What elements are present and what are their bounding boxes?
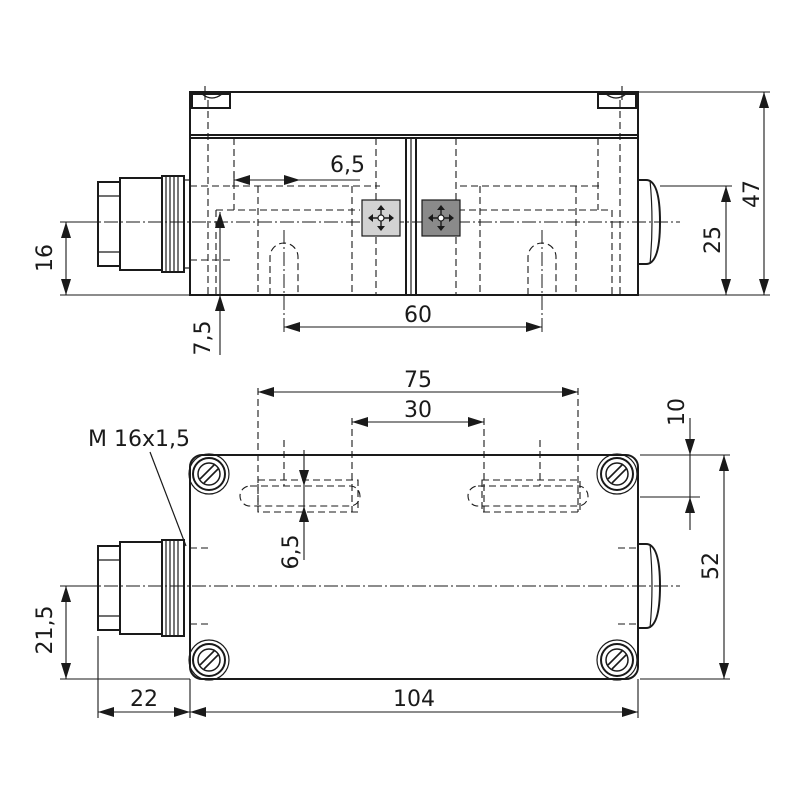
- dim-gland-height: 16: [33, 244, 58, 272]
- blanking-plug: [637, 179, 662, 265]
- blanking-plug: [637, 543, 662, 629]
- plan-view: M 16x1,5 75 30 10 6,5 52: [33, 368, 730, 718]
- cable-gland: [97, 539, 185, 637]
- dim-axis-height: 25: [701, 226, 726, 254]
- cable-gland: [97, 175, 190, 273]
- dim-plan-length: 104: [393, 687, 435, 712]
- dim-gland-height-plan: 21,5: [33, 606, 58, 655]
- dim-hole-pitch-plan: 30: [404, 398, 432, 423]
- dim-plan-width: 52: [699, 552, 724, 580]
- screw-icon: [192, 643, 226, 677]
- thread-callout: M 16x1,5: [88, 427, 190, 452]
- dim-hole-span: 75: [404, 368, 432, 393]
- dim-hole-offset: 6,5: [330, 153, 365, 178]
- dim-hole-pitch: 60: [404, 303, 432, 328]
- dim-gland-length: 22: [130, 687, 158, 712]
- screw-icon: [600, 643, 634, 677]
- dim-bottom-offset: 7,5: [191, 321, 216, 356]
- dim-slot-offset: 10: [665, 398, 690, 426]
- screw-icon: [600, 457, 634, 491]
- screw-icon: [192, 457, 226, 491]
- dim-overall-height: 47: [740, 180, 765, 208]
- side-view: 47 25 16 6,5 60 7,5: [33, 86, 770, 356]
- dim-slot-width: 6,5: [279, 535, 304, 570]
